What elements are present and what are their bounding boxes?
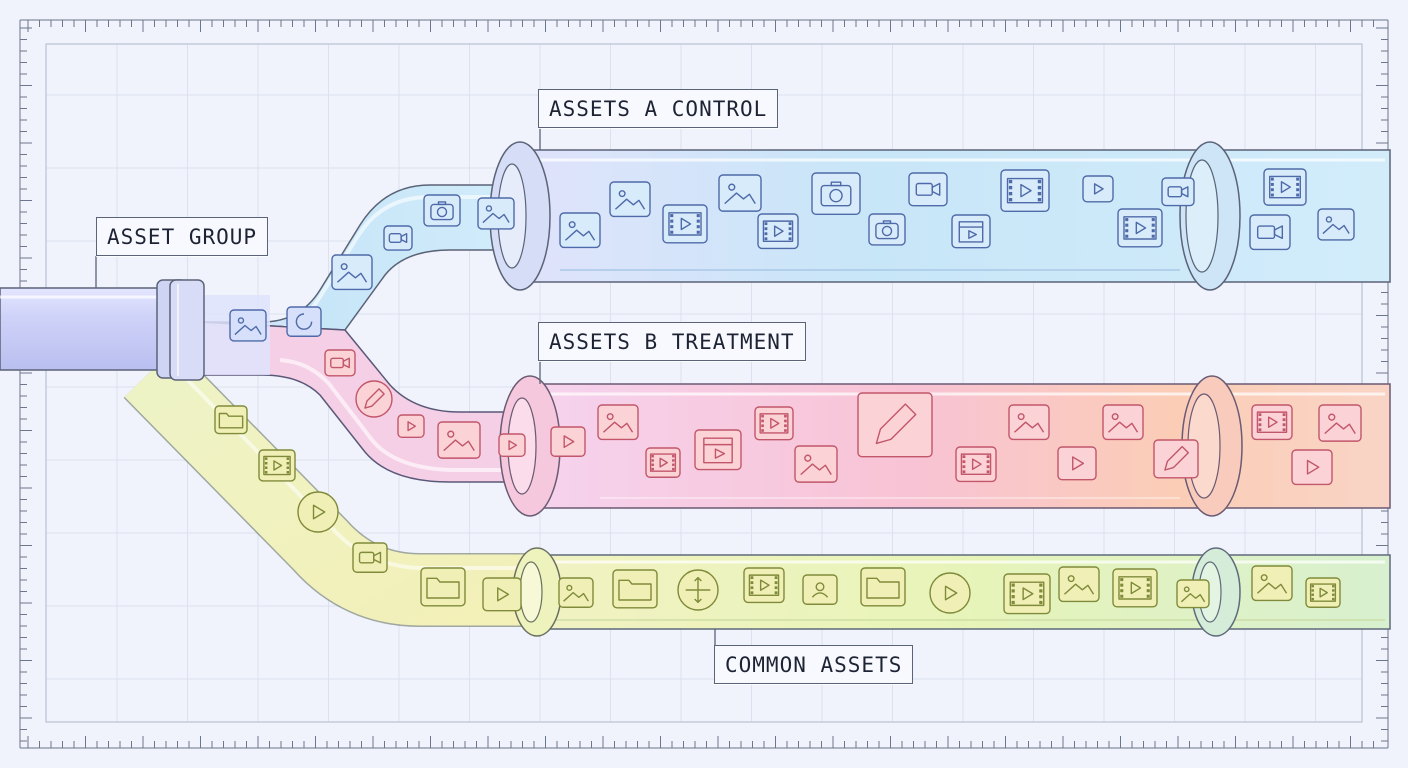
asset-icons — [214, 168, 1362, 615]
image-icon — [1317, 208, 1355, 241]
film-icon — [1003, 573, 1051, 615]
image-icon — [1008, 404, 1050, 441]
image-icon — [1176, 579, 1210, 609]
play-icon — [1291, 449, 1333, 486]
refresh-icon — [286, 306, 322, 337]
image-icon — [477, 197, 515, 230]
user-icon — [802, 574, 838, 605]
pencil-icon — [1153, 439, 1199, 479]
folder-icon — [420, 567, 466, 607]
camera-icon — [423, 194, 461, 227]
common-assets-label: COMMON ASSETS — [714, 645, 914, 684]
inner-frame — [45, 43, 1363, 723]
film-icon — [1000, 169, 1050, 212]
film-icon — [1263, 168, 1307, 206]
image-icon — [1318, 404, 1362, 442]
folder-icon — [612, 569, 658, 609]
image-icon — [559, 212, 601, 249]
image-icon — [794, 445, 838, 483]
pencil-icon — [355, 380, 393, 418]
image-icon — [1058, 566, 1100, 603]
asset-group-label: ASSET GROUP — [96, 217, 269, 256]
play-icon — [929, 572, 971, 614]
image-icon — [1251, 565, 1293, 602]
play-icon — [498, 433, 526, 458]
film-icon — [662, 204, 708, 244]
play-icon — [1082, 175, 1114, 203]
film-icon — [1251, 404, 1293, 441]
ruler-ticks — [19, 19, 1389, 749]
clapperboard-icon — [951, 214, 991, 249]
play-icon — [550, 426, 586, 457]
video-camera-icon — [352, 542, 388, 573]
video-camera-icon — [1249, 214, 1291, 251]
move-icon — [677, 569, 719, 611]
film-icon — [1305, 577, 1341, 608]
play-icon — [397, 414, 425, 439]
film-icon — [645, 447, 681, 478]
assets-b-treatment-label: ASSETS B TREATMENT — [538, 322, 806, 361]
image-icon — [229, 309, 267, 342]
image-icon — [558, 577, 594, 608]
image-icon — [1102, 404, 1144, 441]
film-icon — [955, 446, 997, 483]
folder-icon — [214, 405, 248, 435]
video-camera-icon — [324, 349, 356, 377]
play-icon — [297, 491, 339, 533]
image-icon — [718, 174, 762, 212]
image-icon — [609, 181, 651, 218]
image-icon — [437, 421, 481, 459]
camera-icon — [811, 172, 861, 215]
image-icon — [597, 404, 639, 441]
film-icon — [743, 567, 785, 604]
camera-icon — [868, 213, 906, 246]
image-icon — [331, 254, 373, 291]
video-camera-icon — [1161, 177, 1195, 207]
assets-b-pipe — [499, 375, 1391, 517]
pencil-icon — [857, 392, 933, 458]
assets-a-control-label: ASSETS A CONTROL — [538, 89, 779, 128]
film-icon — [757, 213, 799, 250]
play-icon — [482, 577, 522, 612]
folder-icon — [860, 567, 906, 607]
film-icon — [1112, 568, 1158, 608]
common-pipe-flanges — [512, 547, 1241, 637]
play-icon — [1057, 446, 1097, 481]
film-icon — [258, 449, 296, 482]
video-camera-icon — [908, 172, 948, 207]
clapperboard-icon — [694, 429, 742, 471]
video-camera-icon — [383, 225, 413, 251]
film-icon — [754, 406, 794, 441]
film-icon — [1117, 208, 1163, 248]
